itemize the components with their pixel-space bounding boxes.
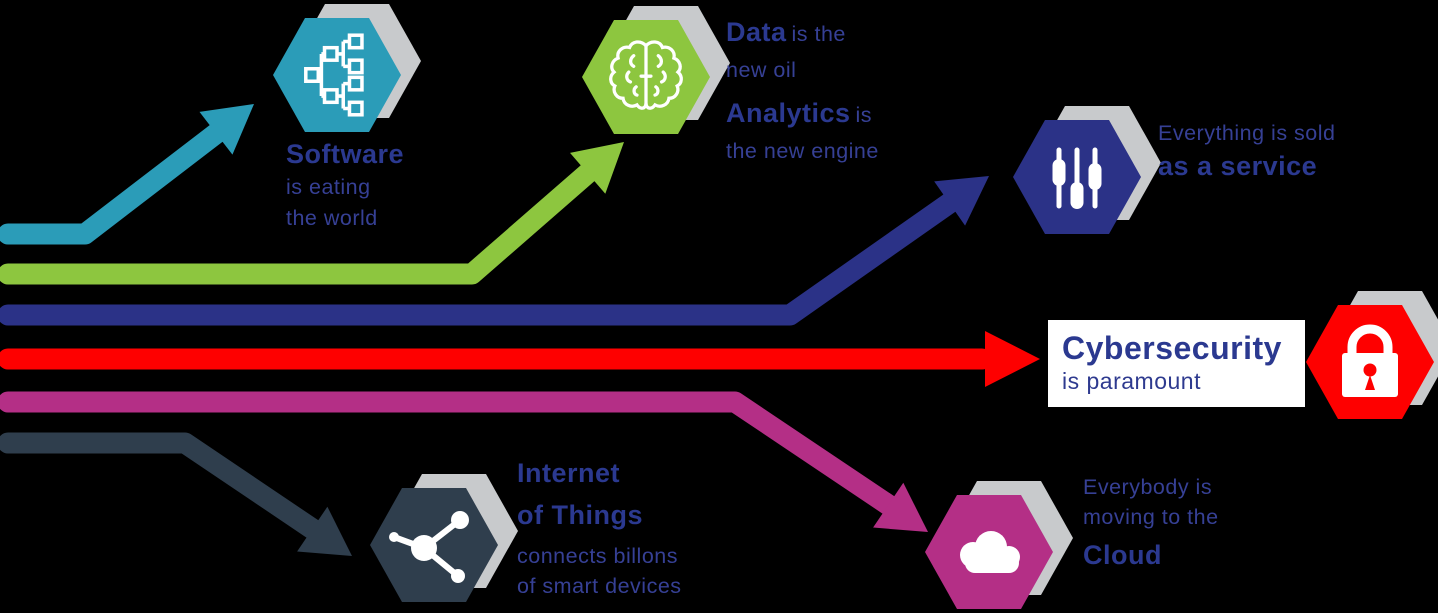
service-arrowhead (934, 176, 989, 226)
analytics-subtitle: the new engine (726, 139, 879, 163)
cloud-arrow (0, 391, 928, 532)
cloud-hexagon (925, 481, 1073, 609)
service-hexagon (1013, 106, 1161, 234)
data-subtitle: new oil (726, 58, 797, 82)
iot-arrow (0, 432, 352, 556)
cybersecurity-hexagon (1306, 291, 1438, 419)
service-arrow-shaft (0, 191, 962, 326)
cloud-subtitle-line2: moving to the (1083, 505, 1219, 529)
brain-icon (609, 40, 683, 110)
software-arrowhead (199, 104, 254, 155)
software-title: Software (286, 139, 405, 169)
sliders-icon (1052, 147, 1102, 209)
iot-subtitle-line2: of smart devices (517, 574, 682, 598)
software-subtitle-line2: the world (286, 206, 378, 230)
data-title: Data (726, 17, 787, 47)
cybersecurity-subtitle: is paramount (1062, 368, 1201, 394)
flowchart-icon (304, 33, 364, 117)
iot-title-line2: of Things (517, 500, 643, 530)
service-label: Everything is sold as a service (1158, 118, 1336, 184)
analytics-title: Analytics (726, 98, 851, 128)
cybersecurity-box: Cybersecurity is paramount (1048, 320, 1305, 407)
cybersecurity-arrow (0, 331, 1040, 387)
software-subtitle-line1: is eating (286, 175, 371, 199)
analytics-arrowhead (570, 142, 624, 194)
analytics-title-rest: is (855, 103, 873, 127)
iot-arrow-shaft (0, 432, 325, 541)
iot-label: Internet of Things connects billons of s… (517, 452, 682, 601)
cybersecurity-title: Cybersecurity (1062, 330, 1282, 366)
software-arrow (0, 104, 254, 245)
service-subtitle: Everything is sold (1158, 121, 1336, 145)
cloud-label: Everybody is moving to the Cloud (1083, 472, 1219, 573)
hexagon-face (273, 18, 401, 132)
data-title-rest: is the (791, 22, 846, 46)
cloud-arrowhead (873, 482, 928, 532)
software-label: Software is eating the world (286, 136, 404, 234)
cybersecurity-arrowhead (985, 331, 1040, 387)
cloud-title: Cloud (1083, 540, 1162, 570)
software-arrow-shaft (0, 121, 229, 245)
cloud-icon (960, 531, 1020, 573)
data-analytics-label: Data is the new oil Analytics is the new… (726, 14, 879, 167)
iot-subtitle-line1: connects billons (517, 544, 678, 568)
analytics-arrow (0, 142, 624, 285)
iot-hexagon (370, 474, 518, 602)
cloud-subtitle-line1: Everybody is (1083, 475, 1213, 499)
service-arrow (0, 176, 989, 326)
iot-title-line1: Internet (517, 458, 621, 488)
analytics-arrow-shaft (0, 161, 600, 285)
lock-icon (1342, 324, 1398, 397)
software-hexagon (273, 4, 421, 132)
iot-arrowhead (297, 506, 352, 556)
network-icon (389, 511, 469, 583)
cloud-arrow-shaft (0, 391, 901, 517)
analytics-hexagon (582, 6, 730, 134)
service-title: as a service (1158, 151, 1318, 181)
